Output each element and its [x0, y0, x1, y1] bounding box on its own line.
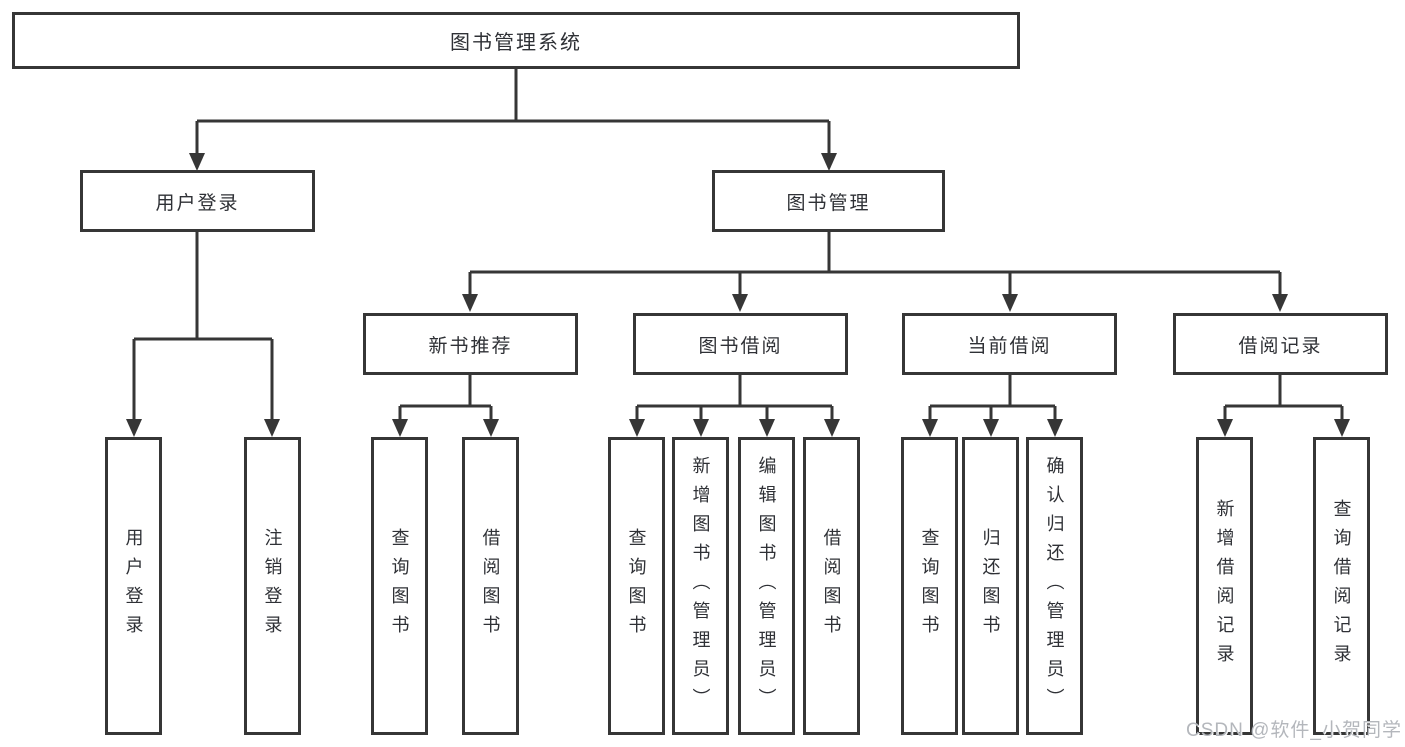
node-leaf-query-borrow-record: 查询借阅记录 [1313, 437, 1370, 735]
node-leaf-confirm-return-admin: 确认归还（管理员） [1026, 437, 1083, 735]
node-leaf-add-book-admin: 新增图书（管理员） [672, 437, 729, 735]
node-leaf-query-book-rec: 查询图书 [371, 437, 428, 735]
node-label: 查询借阅记录 [1331, 499, 1352, 673]
node-label: 查询图书 [389, 528, 410, 644]
node-label: 当前借阅 [967, 335, 1052, 357]
node-leaf-return-book: 归还图书 [962, 437, 1019, 735]
node-user-login: 用户登录 [80, 170, 315, 232]
node-label: 借阅记录 [1238, 335, 1323, 357]
node-label: 新增借阅记录 [1214, 499, 1235, 673]
connector-strokes [132, 69, 1344, 423]
node-leaf-borrow-book: 借阅图书 [803, 437, 860, 735]
node-label: 图书管理 [786, 192, 871, 214]
node-leaf-borrow-book-rec: 借阅图书 [462, 437, 519, 735]
node-book-borrowing: 图书借阅 [633, 313, 848, 375]
node-label: 用户登录 [155, 192, 240, 214]
node-library-management-system: 图书管理系统 [12, 12, 1020, 69]
node-label: 编辑图书（管理员） [756, 455, 777, 717]
node-leaf-add-borrow-record: 新增借阅记录 [1196, 437, 1253, 735]
node-label: 新增图书（管理员） [690, 455, 711, 717]
node-label: 注销登录 [262, 528, 283, 644]
arrowheads [126, 153, 1350, 437]
csdn-watermark: CSDN @软件_小贺同学 [1186, 720, 1402, 741]
node-label: 归还图书 [980, 528, 1001, 644]
node-leaf-user-login: 用户登录 [105, 437, 162, 735]
node-label: 查询图书 [626, 528, 647, 644]
node-current-borrowing: 当前借阅 [902, 313, 1117, 375]
node-borrowing-records: 借阅记录 [1173, 313, 1388, 375]
node-leaf-edit-book-admin: 编辑图书（管理员） [738, 437, 795, 735]
node-label: 图书借阅 [698, 335, 783, 357]
node-leaf-query-book-borrow: 查询图书 [608, 437, 665, 735]
node-label: 新书推荐 [428, 335, 513, 357]
node-label: 用户登录 [123, 528, 144, 644]
node-leaf-query-book-current: 查询图书 [901, 437, 958, 735]
node-label: 查询图书 [919, 528, 940, 644]
node-label: 确认归还（管理员） [1044, 455, 1065, 717]
node-label: 图书管理系统 [450, 32, 582, 54]
node-book-management: 图书管理 [712, 170, 945, 232]
node-label: 借阅图书 [821, 528, 842, 644]
node-new-book-recommendation: 新书推荐 [363, 313, 578, 375]
node-leaf-logout: 注销登录 [244, 437, 301, 735]
node-label: 借阅图书 [480, 528, 501, 644]
